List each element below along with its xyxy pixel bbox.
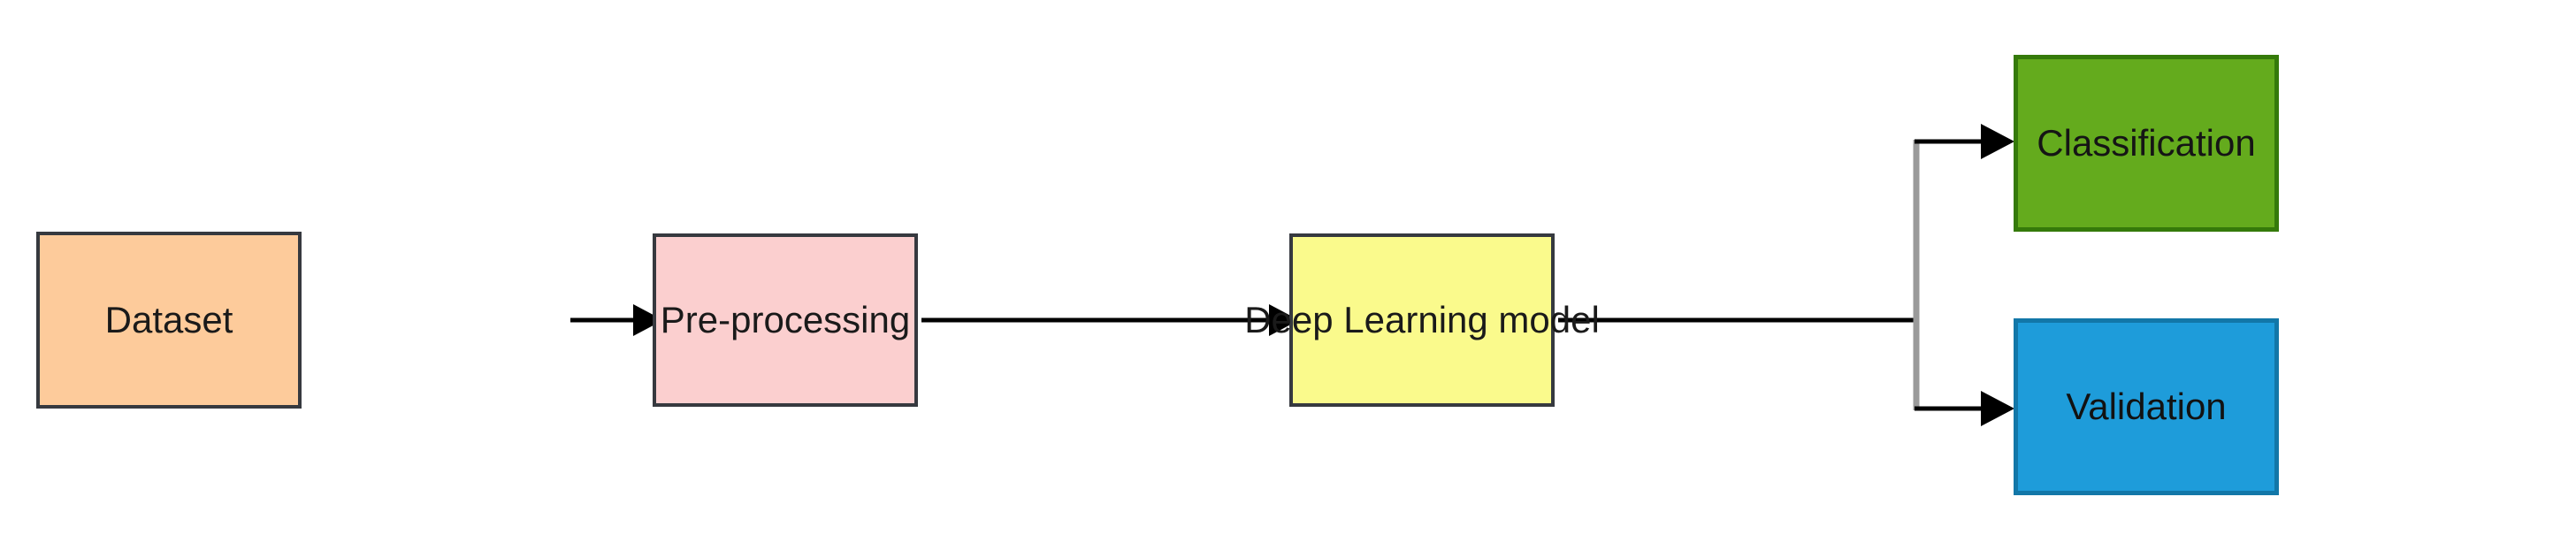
edge-preprocessing-to-model <box>921 304 1299 336</box>
edge-dataset-to-preprocessing <box>570 304 663 336</box>
node-deep-learning-model-label: Deep Learning model <box>1244 298 1600 340</box>
edge-branch-to-classification <box>1915 124 2014 159</box>
node-validation[interactable]: Validation <box>2014 318 2279 495</box>
node-preprocessing[interactable]: Pre-processing <box>653 233 918 407</box>
node-classification[interactable]: Classification <box>2014 55 2279 232</box>
node-dataset-label: Dataset <box>104 298 233 340</box>
node-dataset[interactable]: Dataset <box>36 232 302 409</box>
edge-branch-to-validation <box>1915 391 2014 426</box>
node-classification-label: Classification <box>2037 121 2256 164</box>
node-deep-learning-model[interactable]: Deep Learning model <box>1244 233 1600 407</box>
node-validation-label: Validation <box>2066 385 2227 427</box>
node-preprocessing-label: Pre-processing <box>660 298 911 340</box>
